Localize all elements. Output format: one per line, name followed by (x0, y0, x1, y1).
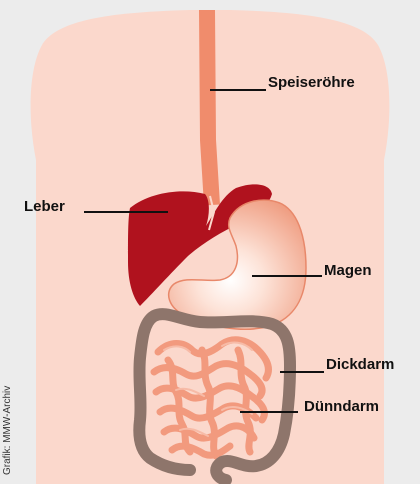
image-credit: Grafik: MMW-Archiv (2, 386, 13, 475)
label-large-intestine: Dickdarm (326, 356, 394, 374)
label-esophagus: Speiseröhre (268, 74, 355, 92)
label-small-intestine: Dünndarm (304, 398, 379, 416)
esophagus (207, 10, 212, 205)
label-liver: Leber (24, 198, 65, 216)
label-stomach: Magen (324, 262, 372, 280)
